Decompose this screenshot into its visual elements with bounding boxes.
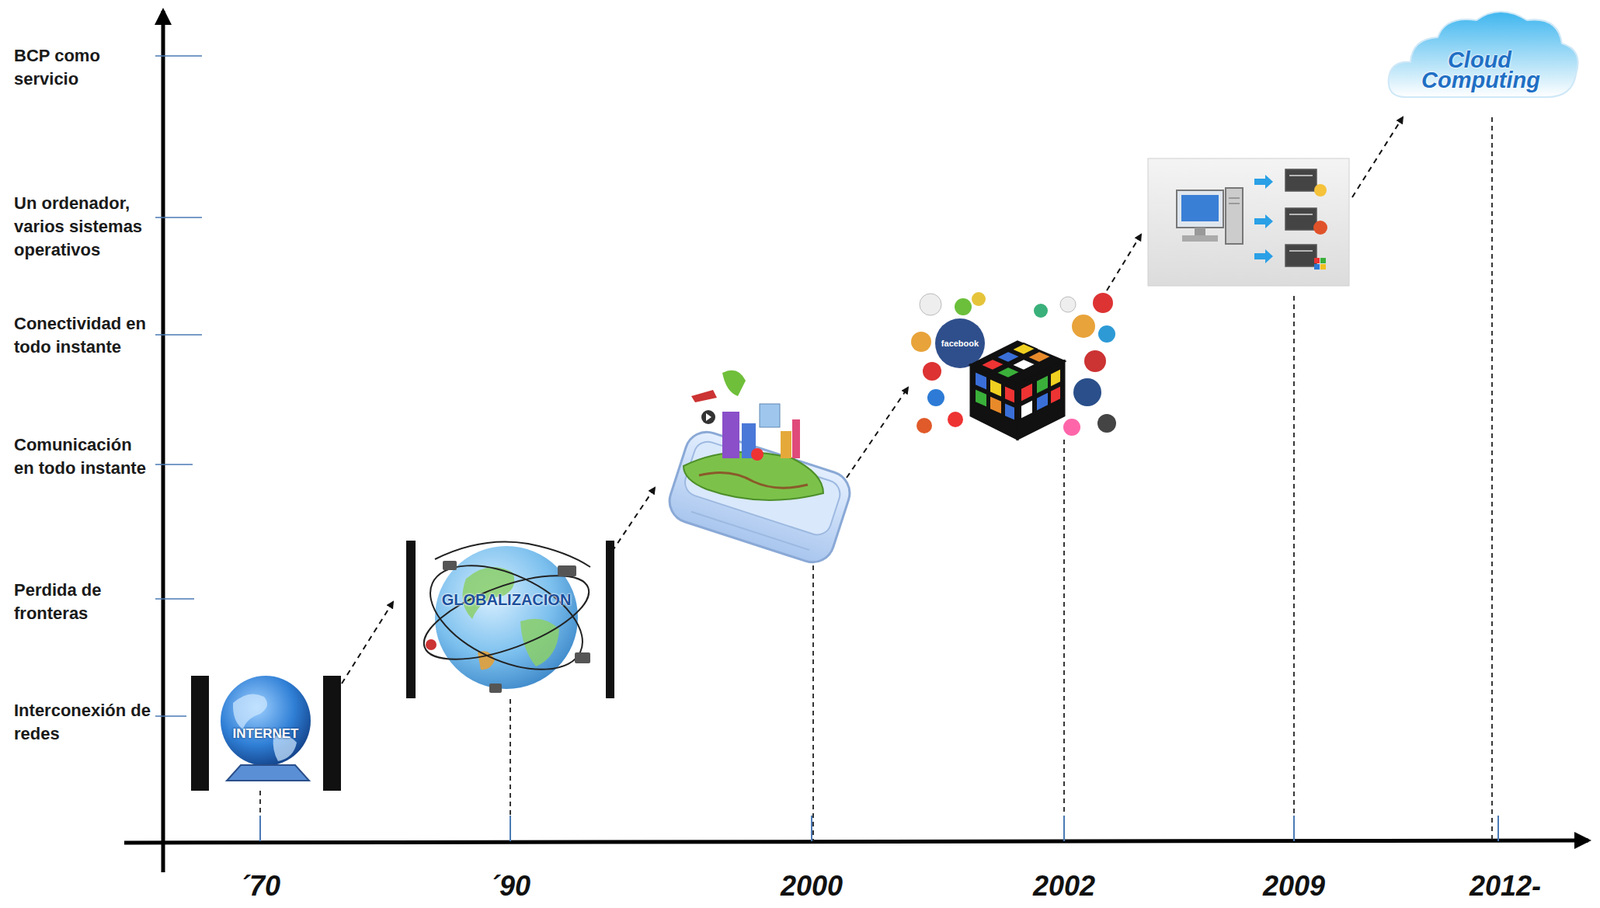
level-label: Perdida de fronteras [13, 578, 153, 626]
social-cube-icon [911, 292, 1117, 439]
icon-text: Cloud Computing [1421, 49, 1538, 91]
year-label: 2009 [1262, 869, 1326, 903]
level-label: Comunicación en todo instante [13, 433, 153, 480]
progress-arrows [341, 117, 1403, 684]
cloud-icon [1388, 11, 1579, 98]
year-label: 2000 [780, 869, 843, 903]
level-label: Interconexión de redes [13, 699, 153, 746]
icon-text: facebook [941, 338, 979, 348]
x-axis [124, 840, 1589, 843]
icon-text: INTERNET [233, 726, 300, 742]
year-ticks [260, 815, 1499, 842]
mobile-phone-icon [664, 370, 856, 568]
year-label: 2012- [1469, 869, 1541, 903]
year-label: ´90 [490, 869, 531, 903]
virtualization-icon [1147, 158, 1350, 286]
year-label: 2002 [1033, 869, 1096, 903]
y-ticks [155, 55, 202, 717]
icon-text: GLOBALIZACION [441, 591, 572, 609]
year-guides [260, 117, 1493, 842]
level-label: Un ordenador, varios sistemas operativos [13, 191, 153, 262]
year-label: ´70 [240, 869, 281, 903]
level-label: BCP como servicio [13, 44, 153, 91]
social-bubbles [911, 292, 1117, 436]
y-axis [161, 10, 166, 873]
internet-icon [191, 675, 341, 791]
globalization-icon [406, 540, 615, 699]
level-label: Conectividad en todo instante [13, 312, 153, 359]
